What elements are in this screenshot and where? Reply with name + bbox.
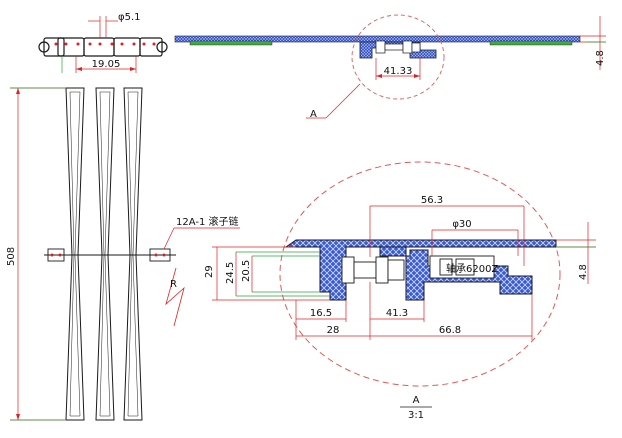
pin-diameter-label: φ5.1: [118, 12, 141, 23]
slat-width-label: 41.33: [384, 66, 413, 77]
chain-top-view: φ5.1 19.05: [38, 12, 168, 73]
dim-28: 28: [327, 325, 340, 336]
slat-thickness-label: 4.8: [595, 50, 606, 66]
rotation-label: R: [170, 279, 177, 290]
dim-66-8: 66.8: [439, 325, 461, 336]
dim-24-5: 24.5: [225, 262, 236, 284]
detail-view-a: 轴承6200Z: [204, 161, 596, 421]
detail-title-letter: A: [413, 395, 420, 406]
dim-16-5: 16.5: [310, 308, 332, 319]
pitch-label: 19.05: [92, 59, 121, 70]
slat-length-label: 508: [6, 247, 17, 266]
slat-long-view: 508 12A-1 滚子链 R: [6, 87, 240, 421]
chain-label: 12A-1 滚子链: [176, 215, 239, 228]
bearing-label: 轴承6200Z: [446, 262, 498, 275]
dim-41-3: 41.3: [386, 308, 408, 319]
detail-callout-label: A: [310, 109, 317, 120]
dim-29: 29: [204, 265, 215, 278]
slat-side-view: 41.33 4.8 A: [174, 14, 606, 120]
dim-4-8-detail: 4.8: [578, 264, 589, 280]
dim-phi30: φ30: [452, 219, 471, 230]
detail-title-scale: 3:1: [408, 410, 424, 421]
dim-56-3: 56.3: [421, 195, 443, 206]
dim-20-5: 20.5: [241, 260, 252, 282]
